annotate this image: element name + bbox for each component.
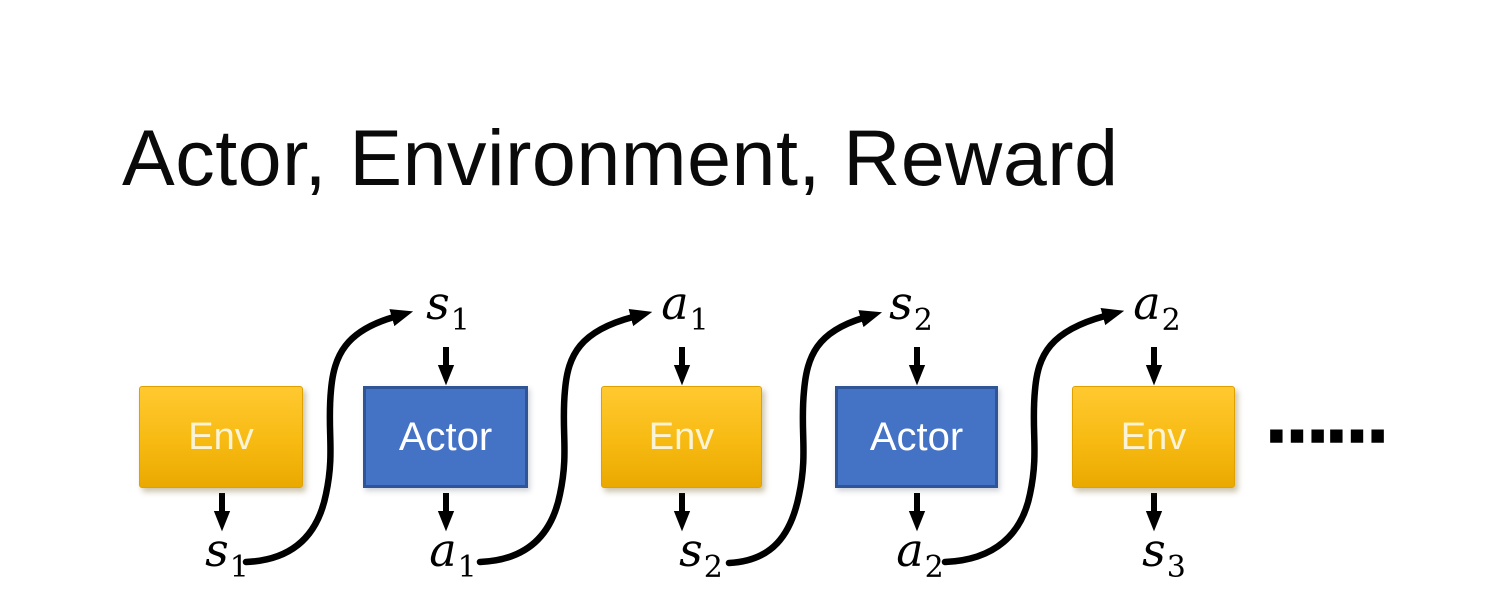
curve-arrow-a1 (476, 309, 653, 566)
actor-box-2-label: Actor (869, 415, 964, 459)
actor-box-1: Actor (363, 386, 528, 488)
env-box-2: Env (601, 386, 762, 488)
bottom-label-a1: a1 (429, 523, 477, 585)
slide-title: Actor, Environment, Reward (122, 113, 1119, 202)
env-box-3: Env (1072, 386, 1235, 488)
env-box-2-label: Env (648, 416, 715, 458)
curve-arrow-s1 (242, 309, 414, 566)
curve-arrow-a2 (941, 308, 1125, 566)
ellipsis-dots: …… (1265, 384, 1389, 457)
bottom-label-s1: s1 (205, 523, 249, 585)
top-label-s1: s1 (426, 276, 470, 338)
env-box-1-label: Env (188, 416, 254, 458)
env-box-1: Env (139, 386, 303, 488)
actor-box-1-label: Actor (398, 415, 493, 459)
bottom-label-s3: s3 (1142, 523, 1186, 585)
top-label-a1: a1 (661, 276, 709, 338)
bottom-label-s2: s2 (679, 523, 723, 585)
actor-box-2: Actor (835, 386, 998, 488)
curve-arrow-s2 (725, 310, 883, 567)
env-box-3-label: Env (1120, 416, 1187, 458)
bottom-label-a2: a2 (896, 523, 944, 585)
top-label-s2: s2 (889, 276, 933, 338)
top-label-a2: a2 (1133, 276, 1181, 338)
